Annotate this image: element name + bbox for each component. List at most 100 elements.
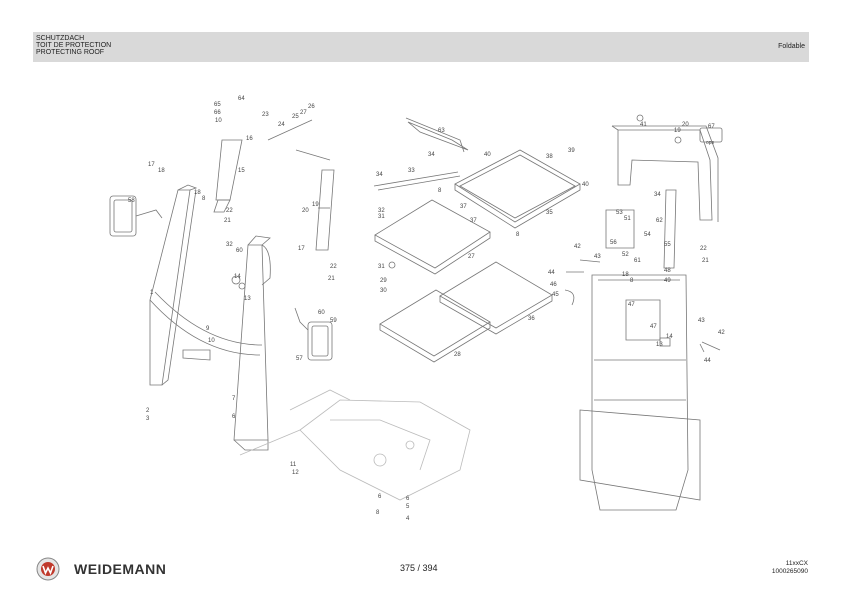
svg-text:34: 34 [428, 152, 435, 158]
svg-text:61: 61 [634, 258, 641, 264]
svg-text:34: 34 [654, 192, 661, 198]
svg-text:33: 33 [408, 168, 415, 174]
svg-text:55: 55 [664, 242, 671, 248]
svg-text:21: 21 [224, 218, 231, 224]
svg-text:40: 40 [582, 182, 589, 188]
weidemann-logo-icon [36, 557, 60, 581]
svg-text:17: 17 [298, 246, 305, 252]
svg-text:52: 52 [622, 252, 629, 258]
svg-text:34: 34 [376, 172, 383, 178]
roof-rail [407, 121, 469, 151]
svg-text:17: 17 [148, 162, 155, 168]
left-frame [149, 184, 271, 451]
svg-text:6: 6 [232, 414, 236, 420]
svg-text:6: 6 [406, 496, 410, 502]
svg-text:8: 8 [202, 196, 206, 202]
svg-text:8: 8 [516, 232, 520, 238]
svg-text:37: 37 [470, 218, 477, 224]
svg-text:49: 49 [664, 278, 671, 284]
svg-text:22: 22 [226, 208, 233, 214]
roof-frame [454, 149, 581, 223]
svg-text:23: 23 [262, 112, 269, 118]
svg-text:18: 18 [194, 190, 201, 196]
svg-text:59: 59 [330, 318, 337, 324]
page-number: 375 / 394 [400, 563, 438, 573]
svg-text:44: 44 [704, 358, 711, 364]
svg-text:38: 38 [546, 154, 553, 160]
svg-text:20: 20 [302, 208, 309, 214]
svg-text:31: 31 [378, 264, 385, 270]
svg-text:14: 14 [666, 334, 673, 340]
stamp-label: ops [706, 140, 715, 146]
svg-text:60: 60 [318, 310, 325, 316]
svg-text:9: 9 [206, 326, 210, 332]
svg-text:60: 60 [236, 248, 243, 254]
svg-text:21: 21 [328, 276, 335, 282]
svg-text:27: 27 [468, 254, 475, 260]
svg-text:56: 56 [610, 240, 617, 246]
svg-text:64: 64 [238, 96, 245, 102]
title-german: SCHUTZDACH [36, 35, 85, 42]
svg-text:19: 19 [674, 128, 681, 134]
svg-text:10: 10 [208, 338, 215, 344]
right-top-frame [617, 129, 713, 221]
svg-text:3: 3 [146, 416, 150, 422]
svg-text:40: 40 [484, 152, 491, 158]
svg-text:25: 25 [292, 114, 299, 120]
svg-text:51: 51 [624, 216, 631, 222]
svg-text:43: 43 [698, 318, 705, 324]
svg-text:67: 67 [708, 124, 715, 130]
document-number: 1000265090 [771, 568, 808, 575]
svg-text:1: 1 [150, 290, 154, 296]
svg-text:39: 39 [568, 148, 575, 154]
svg-text:26: 26 [308, 104, 315, 110]
svg-text:21: 21 [702, 258, 709, 264]
title-english: PROTECTING ROOF [36, 49, 105, 56]
chassis-sketch [299, 399, 471, 501]
svg-text:11: 11 [290, 462, 297, 468]
svg-text:66: 66 [214, 110, 221, 116]
svg-text:62: 62 [656, 218, 663, 224]
svg-text:48: 48 [664, 268, 671, 274]
svg-text:22: 22 [330, 264, 337, 270]
title-french: TOIT DE PROTECTION [36, 42, 112, 49]
svg-text:8: 8 [630, 278, 634, 284]
svg-text:28: 28 [454, 352, 461, 358]
svg-text:19: 19 [312, 202, 319, 208]
svg-text:36: 36 [528, 316, 535, 322]
svg-text:37: 37 [460, 204, 467, 210]
svg-text:12: 12 [292, 470, 299, 476]
svg-text:63: 63 [438, 128, 445, 134]
svg-text:7: 7 [232, 396, 236, 402]
svg-text:20: 20 [682, 122, 689, 128]
svg-text:35: 35 [546, 210, 553, 216]
svg-text:32: 32 [378, 208, 385, 214]
svg-text:13: 13 [244, 296, 251, 302]
svg-text:45: 45 [552, 292, 559, 298]
svg-text:47: 47 [628, 302, 635, 308]
svg-text:14: 14 [234, 274, 241, 280]
svg-text:27: 27 [300, 110, 307, 116]
svg-text:58: 58 [128, 198, 135, 204]
svg-text:4: 4 [406, 516, 410, 522]
svg-text:13: 13 [656, 342, 663, 348]
svg-text:31: 31 [378, 214, 385, 220]
right-main-frame [591, 274, 689, 511]
roof-panel-36 [439, 261, 553, 329]
svg-text:24: 24 [278, 122, 285, 128]
variant-label: Foldable [778, 43, 805, 50]
model-code: 11xxCX [785, 560, 808, 567]
svg-text:54: 54 [644, 232, 651, 238]
mirror-right [307, 321, 333, 361]
svg-text:2: 2 [146, 408, 150, 414]
svg-text:42: 42 [718, 330, 725, 336]
svg-text:5: 5 [406, 504, 410, 510]
brand-name: WEIDEMANN [74, 561, 167, 577]
roof-panel-28 [379, 289, 491, 357]
svg-text:10: 10 [215, 118, 222, 124]
svg-text:32: 32 [226, 242, 233, 248]
svg-text:44: 44 [548, 270, 555, 276]
svg-text:6: 6 [378, 494, 382, 500]
svg-text:29: 29 [380, 278, 387, 284]
